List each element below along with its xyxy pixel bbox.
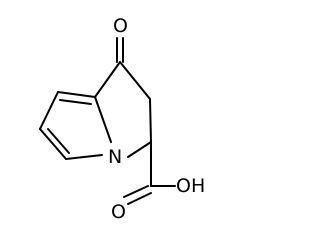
hydroxyl-label: OH [176, 175, 205, 197]
bond-c6-c5-double-b [47, 128, 70, 154]
bond-c2-c3 [149, 98, 152, 143]
bond-c-o-double-b [127, 192, 152, 205]
carbonyl-oxygen-label: O [111, 201, 126, 223]
bond-c7-c6 [39, 91, 59, 130]
ketone-oxygen-label: O [113, 15, 128, 37]
bond-c7a-c7-double-a [57, 91, 96, 98]
nitrogen-label: N [108, 146, 122, 168]
bond-n-c7a [94, 96, 112, 143]
bond-c1-c7a [94, 61, 121, 98]
bond-c6-c5-double-a [39, 128, 67, 160]
bond-c5-n [65, 154, 103, 160]
structure-drawing: O N O OH [39, 15, 205, 223]
molecule-diagram: O N O OH [39, 15, 205, 223]
bond-c3-n [127, 141, 152, 158]
bond-c-o-double-a [123, 185, 149, 198]
bond-c7a-c7-double-b [59, 99, 92, 105]
bond-c1-c2 [119, 61, 151, 100]
